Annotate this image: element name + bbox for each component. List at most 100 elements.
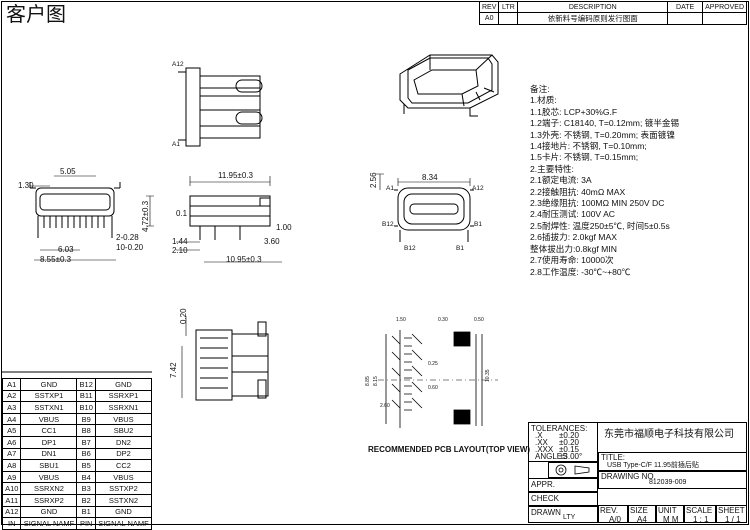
check-label: CHECK [531, 494, 560, 503]
projection-symbol-icon [555, 464, 590, 476]
pin-cell: GND [94, 378, 153, 391]
rev-value: A/0 [609, 515, 622, 524]
pcb-caption: RECOMMENDED PCB LAYOUT(TOP VIEW) [368, 445, 531, 454]
pin-cell: VBUS [20, 412, 78, 426]
pin-cell: B8 [76, 424, 96, 437]
pin-cell: B12 [76, 378, 96, 391]
angles-value: ±3.00° [559, 452, 583, 461]
note-item: 2.主要特性: [530, 163, 574, 174]
tol-xxx-label: .XXX [535, 445, 554, 454]
drawn-label: DRAWN [531, 508, 561, 517]
pcb-layout-drawing [385, 330, 483, 428]
drawn-value: LTY [563, 514, 576, 521]
note-item: 2.6插拔力: 2.0kgf MAX [530, 232, 617, 243]
top-view-drawing [178, 67, 263, 147]
note-item: 2.5耐焊性: 温度250±5℃, 时间5±0.5s [530, 220, 670, 231]
top-view-label-a1: A1 [172, 141, 180, 148]
pcb-dim-left-b: 8.15 [373, 376, 379, 386]
note-item: 1.5卡片: 不锈钢, T=0.15mm; [530, 152, 639, 163]
pin-cell: A11 [1, 493, 22, 507]
pin-cell: SBU2 [94, 424, 153, 437]
sheet-cell: SHEET 1 / 1 [716, 505, 747, 524]
note-item: 1.3外壳: 不锈钢, T=0.20mm; 表面镀镍 [530, 129, 675, 140]
front-label-b1: B1 [474, 221, 482, 228]
pin-cell: DP2 [94, 447, 153, 461]
pin-cell: GND [94, 505, 153, 519]
dim-6-03: 6.03 [58, 245, 74, 254]
pin-cell: SSRXP1 [94, 389, 153, 403]
dim-1-30: 1.30 [18, 181, 34, 190]
dim-2-10: 2.10 [172, 246, 188, 255]
size-label: SIZE [630, 506, 648, 515]
pin-header-cell: SIGNAL NAMF [20, 517, 78, 530]
dim-7-42: 7.42 [169, 362, 178, 378]
notes-block: 备注: 1.材质: 1.1胶芯: LCP+30%G.F 1.2端子: C1814… [530, 84, 679, 278]
side-view-left-drawing [29, 182, 121, 238]
rev-cell: A0 [478, 12, 500, 25]
pin-cell: VBUS [94, 470, 153, 484]
dim-2-0-28: 2-0.28 [116, 233, 139, 242]
pin-cell: A10 [1, 482, 22, 495]
pcb-dim-top-a: 1.50 [396, 317, 406, 323]
pin-cell: VBUS [20, 470, 78, 484]
note-item: 2.3绝缘阻抗: 100MΩ MIN 250V DC [530, 198, 665, 209]
dim-0-1: 0.1 [176, 209, 188, 218]
front-label-b12: B12 [382, 221, 394, 228]
dim-8-34: 8.34 [422, 173, 438, 182]
pin-cell: B5 [76, 459, 96, 472]
note-item: 2.2接触阻抗: 40mΩ MAX [530, 186, 626, 197]
pin-cell: B11 [76, 389, 96, 403]
tolerances-label: TOLERANCES: [531, 424, 588, 433]
plan-view-drawing [195, 321, 269, 401]
pin-cell: CC1 [20, 424, 78, 437]
pin-cell: SBU1 [20, 459, 78, 472]
pin-cell: A12 [1, 505, 22, 519]
sheet-value: 1 / 1 [725, 515, 741, 524]
pin-cell: A3 [1, 401, 22, 414]
rev-cell: REV. A/0 [598, 505, 628, 524]
size-value: A4 [637, 515, 647, 524]
pin-cell: SSTXP1 [20, 389, 78, 403]
dim-10-0-20: 10-0.20 [116, 243, 144, 252]
appr-cell: APPR. [528, 478, 598, 492]
pin-cell: SSRXP2 [20, 493, 78, 507]
dim-8-55: 8.55±0.3 [40, 255, 72, 264]
dim-5-05: 5.05 [60, 167, 76, 176]
pin-cell: B4 [76, 470, 96, 484]
pin-cell: B6 [76, 447, 96, 461]
pcb-dim-small-a: 0.25 [428, 361, 438, 367]
tol-xxx-value: ±0.15 [559, 445, 579, 454]
front-label-a12: A12 [472, 185, 484, 192]
pin-cell: B2 [76, 493, 96, 507]
note-item: 2.7使用寿命: 10000次 [530, 255, 614, 266]
pin-cell: B10 [76, 401, 96, 414]
dimension-lines [30, 173, 471, 398]
pin-cell: GND [20, 505, 78, 519]
title-cell: TITLE: USB Type-C/F 11.95前插后贴 [598, 452, 747, 471]
sheet-title: 客户图 [6, 2, 66, 26]
drawing-no-cell: DRAWING NO. 812039-009 [598, 471, 747, 489]
pin-cell: B3 [76, 482, 96, 495]
front-label-b1-bottom: B1 [456, 245, 464, 252]
isometric-view-drawing [399, 54, 499, 117]
pin-cell: SSRXN1 [94, 401, 153, 414]
appr-label: APPR. [531, 480, 556, 489]
pin-cell: A7 [1, 447, 22, 461]
projection-symbol-cell [548, 462, 598, 478]
dim-10-95: 10.95±0.3 [226, 255, 262, 264]
pin-header-cell: SIGNAL NAMF [94, 517, 153, 530]
rev-label: REV. [600, 506, 618, 515]
